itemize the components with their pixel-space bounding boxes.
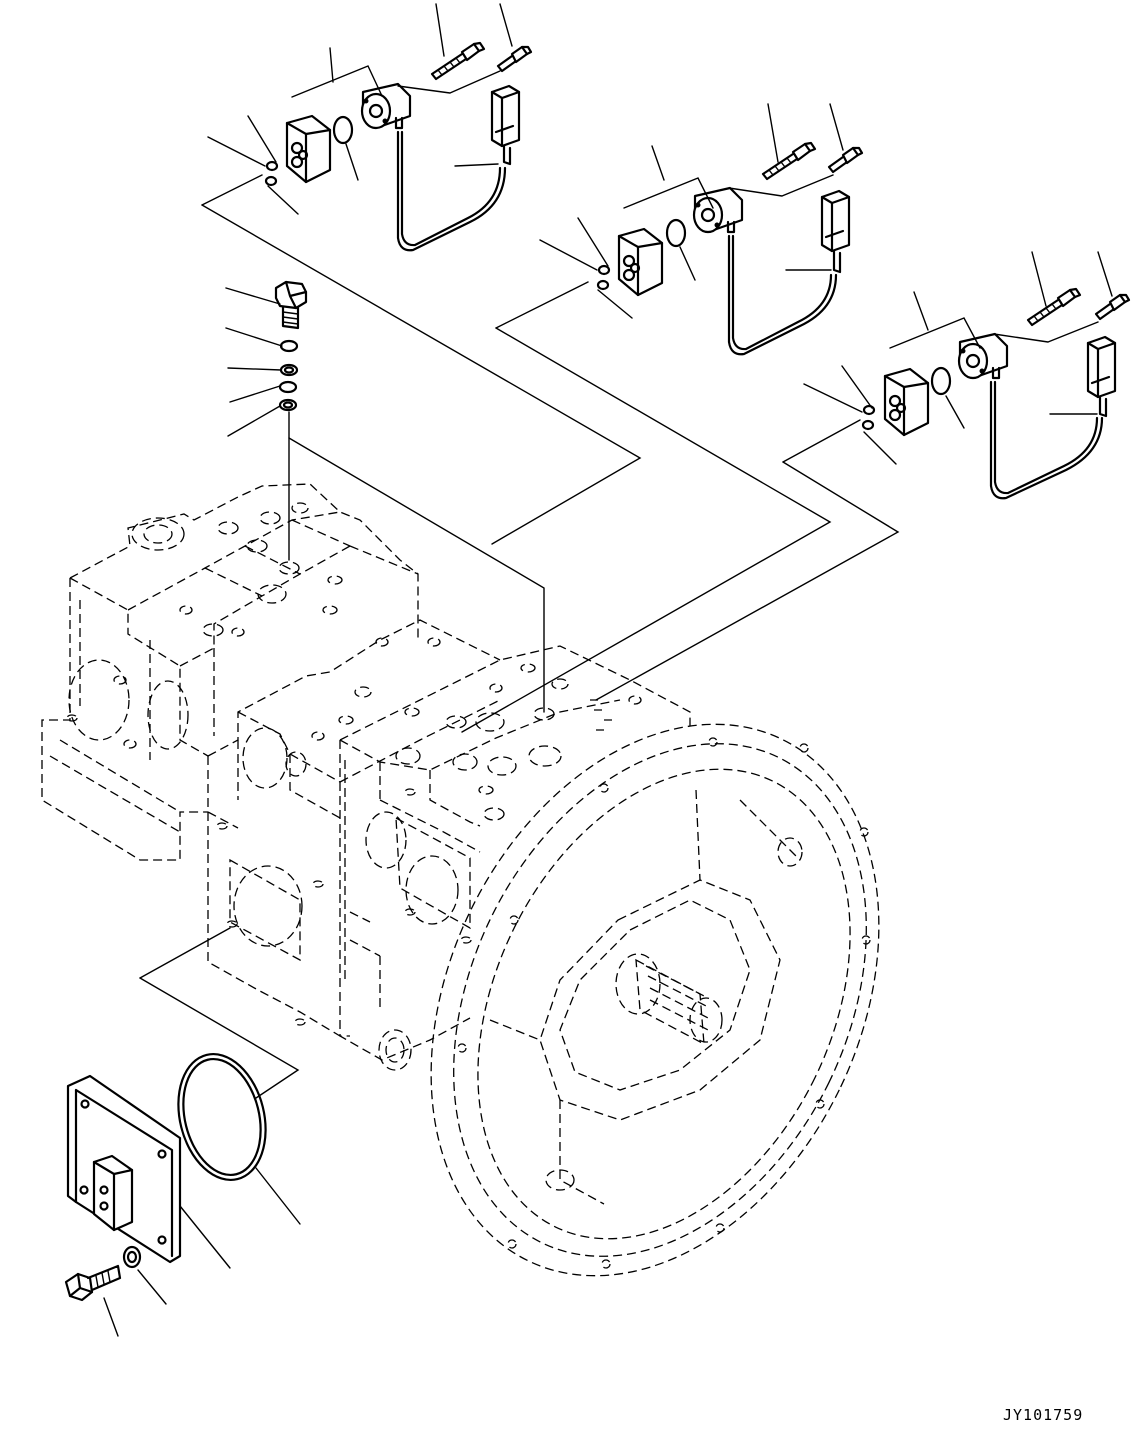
bolt-short bbox=[1094, 293, 1131, 321]
harness-connector bbox=[490, 84, 521, 166]
large-o-ring bbox=[177, 1052, 267, 1182]
o-ring bbox=[930, 366, 952, 396]
leader-lines bbox=[539, 103, 844, 319]
leader-lines bbox=[803, 251, 1113, 465]
bolt-short bbox=[496, 45, 533, 73]
harness-connector bbox=[1086, 335, 1117, 418]
valve-block bbox=[285, 114, 332, 184]
plug-and-washer-stack bbox=[225, 280, 308, 437]
washer-inner bbox=[283, 366, 295, 374]
port-block bbox=[92, 1154, 134, 1232]
bolt-short bbox=[827, 146, 864, 174]
wire-harness bbox=[989, 380, 1104, 500]
solenoid-valve-assembly-1 bbox=[207, 3, 533, 252]
wire-harness bbox=[396, 130, 507, 252]
drive-shaft bbox=[615, 953, 723, 1046]
drawing-id: JY101759 bbox=[1003, 1406, 1084, 1424]
solenoid-valve-assembly-2 bbox=[539, 103, 864, 356]
bolt-long bbox=[430, 41, 486, 81]
o-ring bbox=[665, 218, 687, 248]
washer bbox=[278, 380, 298, 394]
middle-pump-section bbox=[207, 619, 501, 1037]
valve-block bbox=[883, 367, 930, 437]
o-rings-small bbox=[596, 264, 611, 291]
flywheel-housing bbox=[430, 723, 880, 1277]
solenoid-body bbox=[957, 332, 1009, 380]
o-rings-small bbox=[861, 404, 876, 431]
washer bbox=[278, 398, 298, 412]
bolt-long bbox=[761, 141, 817, 181]
harness-connector bbox=[820, 189, 851, 274]
bolt-long bbox=[1026, 287, 1082, 327]
o-ring bbox=[332, 115, 354, 145]
o-rings-small bbox=[264, 160, 279, 187]
assembly-reference-lines bbox=[139, 174, 900, 1099]
valve-block bbox=[617, 227, 664, 297]
wire-harness bbox=[727, 234, 838, 356]
washer bbox=[279, 339, 299, 353]
washer-inner bbox=[282, 401, 294, 409]
leader-lines bbox=[103, 1167, 301, 1337]
rear-pump-section bbox=[41, 483, 419, 861]
leader-lines bbox=[207, 3, 513, 215]
main-pump-body bbox=[41, 483, 880, 1277]
leader-lines bbox=[225, 287, 283, 437]
solenoid-valve-assembly-3 bbox=[803, 251, 1131, 500]
solenoid-body bbox=[360, 82, 412, 130]
cover-bolt bbox=[64, 1264, 122, 1302]
plug bbox=[274, 280, 308, 330]
front-pump-section bbox=[339, 645, 691, 1071]
cover-washer bbox=[122, 1245, 142, 1269]
cover-plate-assembly bbox=[64, 1052, 301, 1337]
solenoid-body bbox=[692, 186, 744, 234]
